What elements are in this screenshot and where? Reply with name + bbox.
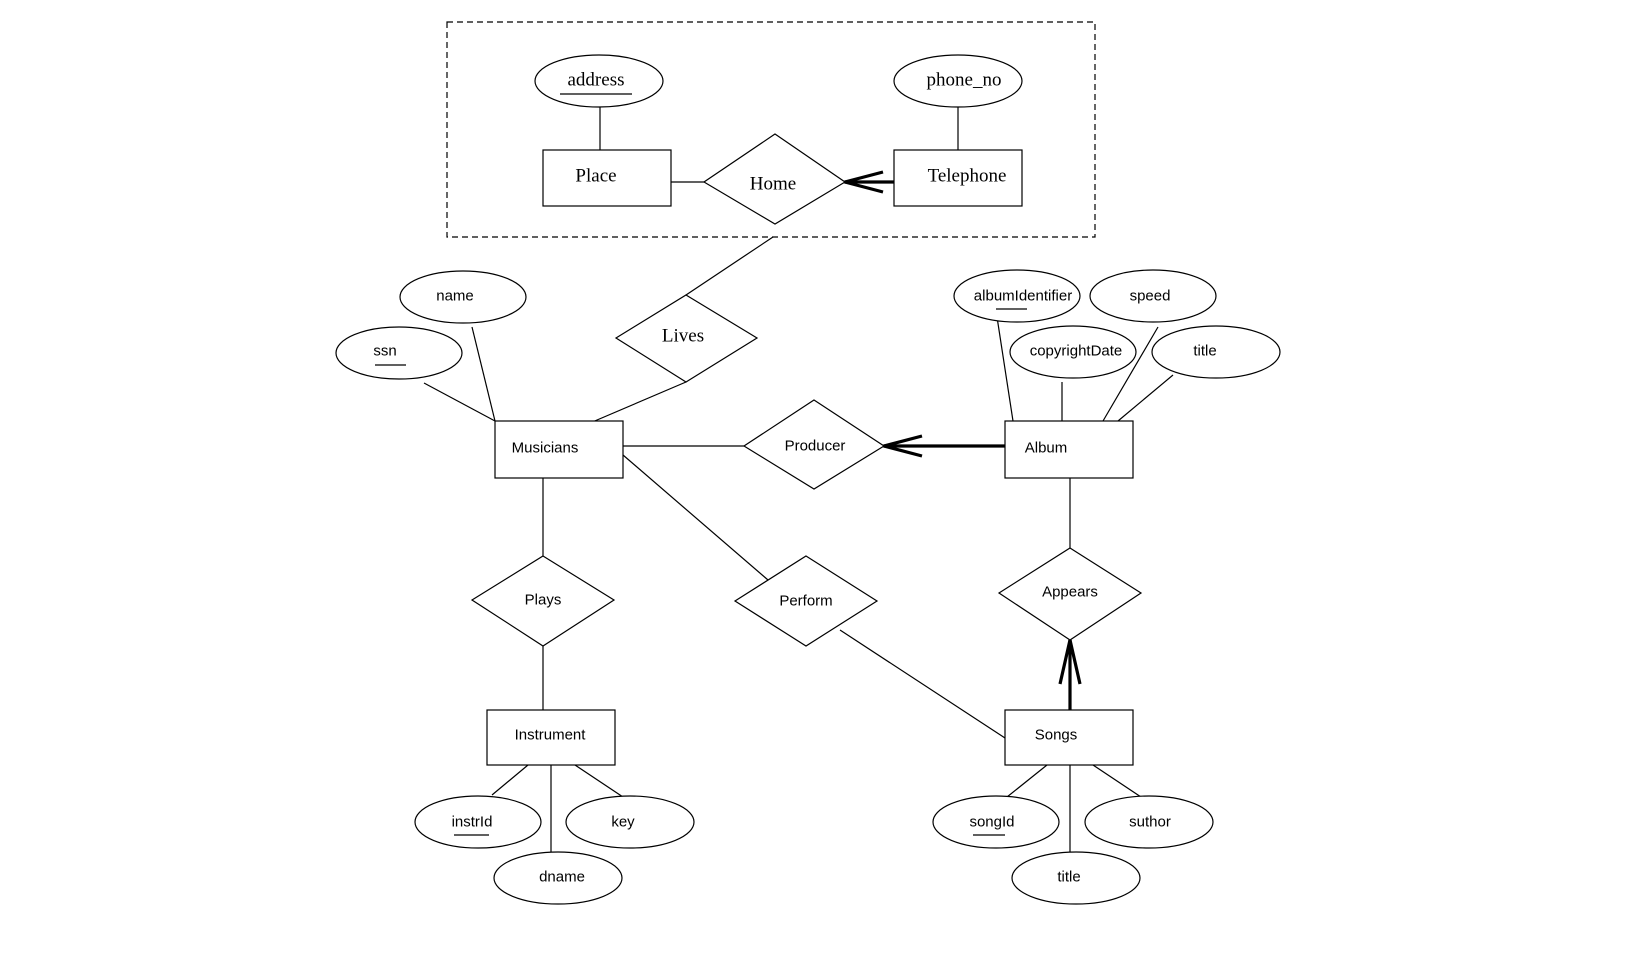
relationship-home[interactable]: Home (702, 133, 847, 225)
entity-place-label: Place (575, 166, 616, 187)
attribute-dname[interactable]: dname (493, 851, 623, 905)
entity-place[interactable]: Place (542, 149, 672, 207)
relationship-appears[interactable]: Appears (997, 547, 1143, 641)
attribute-song-title-label: title (1057, 869, 1080, 886)
entity-songs-label: Songs (1035, 727, 1078, 744)
entity-album[interactable]: Album (1004, 420, 1134, 479)
attribute-phone-no-label: phone_no (927, 70, 1002, 91)
attribute-instr-id-label: instrId (452, 814, 493, 831)
entity-telephone-label: Telephone (928, 166, 1007, 187)
key-constraint-arrows (838, 170, 1082, 710)
attribute-ssn[interactable]: ssn (335, 326, 463, 380)
connector-lines (423, 106, 1174, 853)
attribute-album-identifier-label: albumIdentifier (974, 288, 1072, 305)
attribute-album-title-label: title (1193, 343, 1216, 360)
attribute-dname-label: dname (539, 869, 585, 886)
relationship-producer-label: Producer (785, 438, 846, 455)
relationship-perform-label: Perform (779, 593, 832, 610)
attribute-copyright-date-label: copyrightDate (1030, 343, 1123, 360)
attribute-copyright-date[interactable]: copyrightDate (1009, 325, 1137, 379)
attribute-phone-no[interactable]: phone_no (893, 54, 1023, 108)
attribute-suthor[interactable]: suthor (1084, 795, 1214, 849)
entity-musicians[interactable]: Musicians (494, 420, 624, 479)
attribute-key[interactable]: key (565, 795, 695, 849)
attribute-name[interactable]: name (399, 270, 527, 324)
entity-musicians-label: Musicians (512, 440, 579, 457)
relationship-lives[interactable]: Lives (614, 294, 759, 383)
attribute-speed-label: speed (1130, 288, 1171, 305)
attribute-name-label: name (436, 288, 474, 305)
attribute-song-title[interactable]: title (1011, 851, 1141, 905)
attribute-song-id-label: songId (969, 814, 1014, 831)
attribute-instr-id[interactable]: instrId (414, 795, 542, 849)
attribute-suthor-label: suthor (1129, 814, 1171, 831)
aggregation-box (446, 21, 1096, 238)
attribute-address-label: address (568, 70, 625, 91)
entity-instrument-label: Instrument (515, 727, 587, 744)
relationship-plays-label: Plays (525, 592, 562, 609)
entity-telephone[interactable]: Telephone (893, 149, 1023, 207)
entity-album-label: Album (1025, 440, 1068, 457)
attribute-speed[interactable]: speed (1089, 269, 1217, 323)
relationship-plays[interactable]: Plays (470, 555, 616, 647)
attribute-album-title[interactable]: title (1151, 325, 1281, 379)
attribute-address[interactable]: address (534, 54, 664, 108)
attribute-song-id[interactable]: songId (932, 795, 1060, 849)
attribute-ssn-label: ssn (373, 343, 396, 360)
entity-instrument[interactable]: Instrument (486, 709, 616, 766)
relationship-perform[interactable]: Perform (733, 555, 879, 647)
relationship-home-label: Home (750, 174, 796, 195)
attribute-key-label: key (611, 814, 635, 831)
relationship-producer[interactable]: Producer (742, 399, 886, 490)
relationship-appears-label: Appears (1042, 584, 1098, 601)
entity-songs[interactable]: Songs (1004, 709, 1134, 766)
attribute-album-identifier[interactable]: albumIdentifier (953, 269, 1081, 323)
relationship-lives-label: Lives (662, 326, 704, 347)
